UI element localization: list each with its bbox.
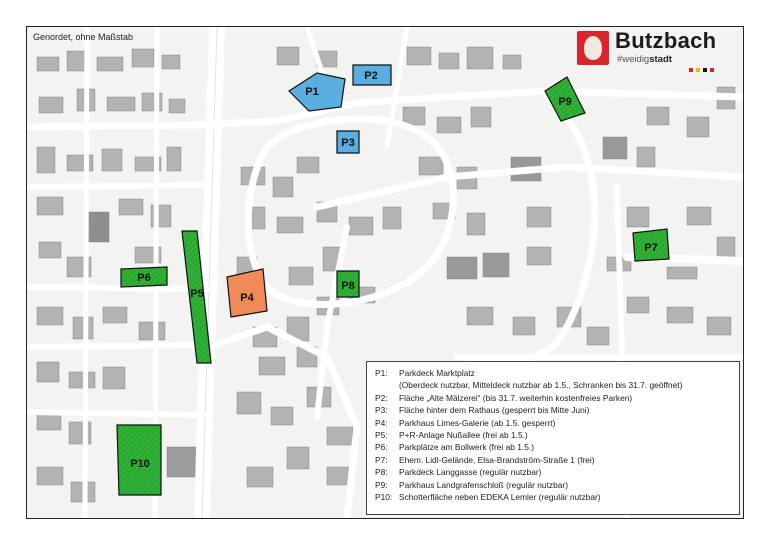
parking-label-p3: P3 [341,137,354,149]
parking-hatch-p6 [121,267,167,287]
legend-text: Schotterfläche neben EDEKA Lemler (regul… [399,492,601,503]
parking-label-p1: P1 [305,86,318,98]
city-logo: Butzbach #weidigstadt [577,28,737,72]
legend-row: P4: Parkhaus Limes-Galerie (ab 1.5. gespe… [375,417,731,429]
legend-row: P1: Parkdeck Marktplatz [375,367,731,379]
legend-text: Parkplätze am Bollwerk (frei ab 1.5.) [399,442,534,453]
legend-key: P1: [375,368,388,378]
parking-label-p8: P8 [341,280,354,292]
legend-key: P6: [375,442,388,453]
map-orientation-note: Genordet, ohne Maßstab [33,32,134,42]
parking-hatch-p5 [182,231,211,363]
parking-label-p9: P9 [558,96,571,108]
legend-key [375,379,399,391]
legend-text: Parkdeck Marktplatz [399,368,475,378]
parking-hatch-p7 [633,229,669,261]
legend-text: P+R-Anlage Nußallee (frei ab 1.5.) [399,430,528,441]
parking-hatch-p8 [337,271,359,297]
parking-area-p2[interactable] [352,64,392,86]
brand-dot [696,68,700,72]
city-name: Butzbach [615,28,717,53]
parking-labels: P1 P2 P3 P4 P5 P6 P7 P8 P9 P10 [130,70,658,470]
parking-label-p5: P5 [190,288,203,300]
legend-key: P4: [375,417,388,428]
legend-row: P8: Parkdeck Langgasse (regulär nutzbar) [375,466,731,478]
legend-text: Parkhaus Landgrafenschloß (regulär nutzb… [399,479,568,490]
parking-legend: P1: Parkdeck Marktplatz (Oberdeck nutzbar,… [366,361,740,515]
legend-row: P6: Parkplätze am Bollwerk (frei ab 1.5.) [375,441,731,453]
parking-hatch-p9 [545,77,585,121]
parking-label-p10: P10 [130,458,150,470]
legend-key: P8: [375,467,388,478]
legend-text: Ehem. Lidl-Gelände, Elsa-Brandström-Stra… [399,454,595,465]
legend-row: (Oberdeck nutzbar, Mitteldeck nutzbar ab… [375,379,731,391]
parking-label-p4: P4 [240,292,254,304]
parking-area-p4[interactable] [226,268,268,318]
legend-text: Parkhaus Limes-Galerie (ab 1.5. gesperrt… [399,417,556,428]
legend-row: P3: Fläche hinter dem Rathaus (gesperrt b… [375,404,731,416]
parking-area-p3[interactable] [336,130,360,154]
legend-text: Parkdeck Langgasse (regulär nutzbar) [399,467,542,478]
city-crest-icon [577,31,609,65]
brand-dot [710,68,714,72]
legend-key: P10: [375,492,393,503]
legend-text: (Oberdeck nutzbar, Mitteldeck nutzbar ab… [399,380,683,391]
parking-label-p7: P7 [644,242,657,254]
brand-dots-icon [689,59,717,77]
legend-text: Fläche hinter dem Rathaus (gesperrt bis … [399,405,590,416]
city-hashtag: #weidigstadt [617,54,672,65]
parking-label-p6: P6 [137,272,150,284]
city-map: P1 P2 P3 P4 P5 P6 P7 P8 P9 P10 Genordet,… [26,26,744,519]
legend-key: P9: [375,479,388,490]
legend-row: P5: P+R-Anlage Nußallee (frei ab 1.5.) [375,429,731,441]
brand-dot [689,68,693,72]
parking-hatch-p10 [117,425,161,495]
parking-label-p2: P2 [364,70,377,82]
legend-row: P10: Schotterfläche neben EDEKA Lemler (r… [375,491,731,503]
parking-areas [116,64,670,496]
legend-text: Fläche „Alte Mälzerei“ (bis 31.7. weiter… [399,392,633,403]
legend-key: P3: [375,405,388,416]
legend-row: P2: Fläche „Alte Mälzerei“ (bis 31.7. wei… [375,392,731,404]
legend-key: P7: [375,454,388,465]
legend-key: P2: [375,392,388,403]
legend-key: P5: [375,430,388,441]
brand-dot [703,68,707,72]
parking-area-p1[interactable] [288,72,346,112]
legend-row: P9: Parkhaus Landgrafenschloß (regulär nu… [375,479,731,491]
legend-row: P7: Ehem. Lidl-Gelände, Elsa-Brandström-S… [375,454,731,466]
